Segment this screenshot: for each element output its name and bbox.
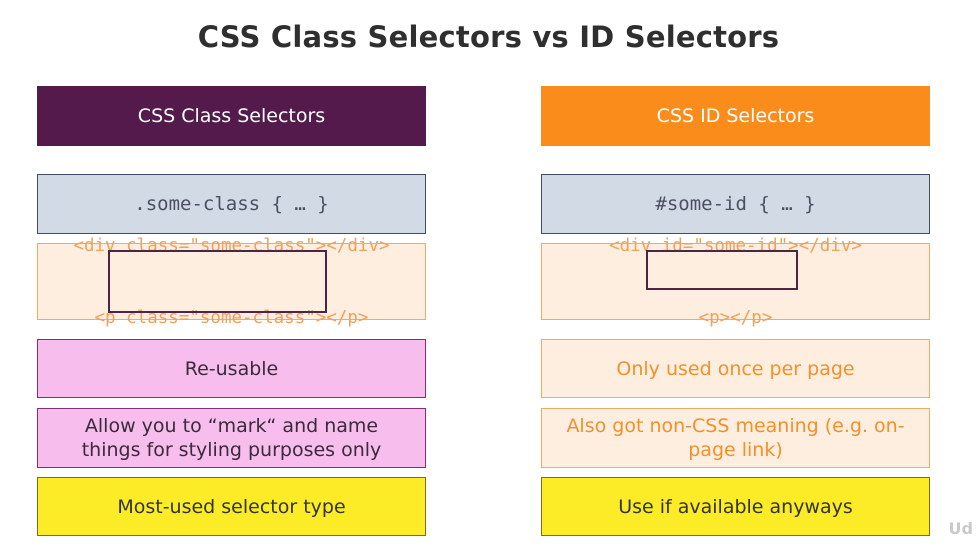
id-selector-code: #some-id { … } bbox=[541, 174, 930, 234]
id-selectors-header: CSS ID Selectors bbox=[541, 86, 930, 146]
class-selectors-header: CSS Class Selectors bbox=[37, 86, 426, 146]
id-point-meaning: Also got non-CSS meaning (e.g. on-page l… bbox=[541, 408, 930, 468]
class-point-mark: Allow you to “mark“ and name things for … bbox=[37, 408, 426, 468]
class-selector-code: .some-class { … } bbox=[37, 174, 426, 234]
class-point-reusable: Re-usable bbox=[37, 339, 426, 398]
id-point-once: Only used once per page bbox=[541, 339, 930, 398]
id-html-line-2: <p></p> bbox=[698, 307, 773, 328]
id-html-example: <div id="some-id"></div> <p></p> bbox=[541, 236, 930, 328]
slide-title: CSS Class Selectors vs ID Selectors bbox=[197, 20, 780, 54]
class-html-example: <div class="some-class"></div> <p class=… bbox=[37, 236, 426, 328]
id-attribute-highlight bbox=[646, 250, 798, 290]
class-point-most-used: Most-used selector type bbox=[37, 477, 426, 536]
id-point-use: Use if available anyways bbox=[541, 477, 930, 536]
class-attribute-highlight bbox=[108, 250, 327, 313]
udemy-watermark: Ud bbox=[948, 519, 973, 538]
